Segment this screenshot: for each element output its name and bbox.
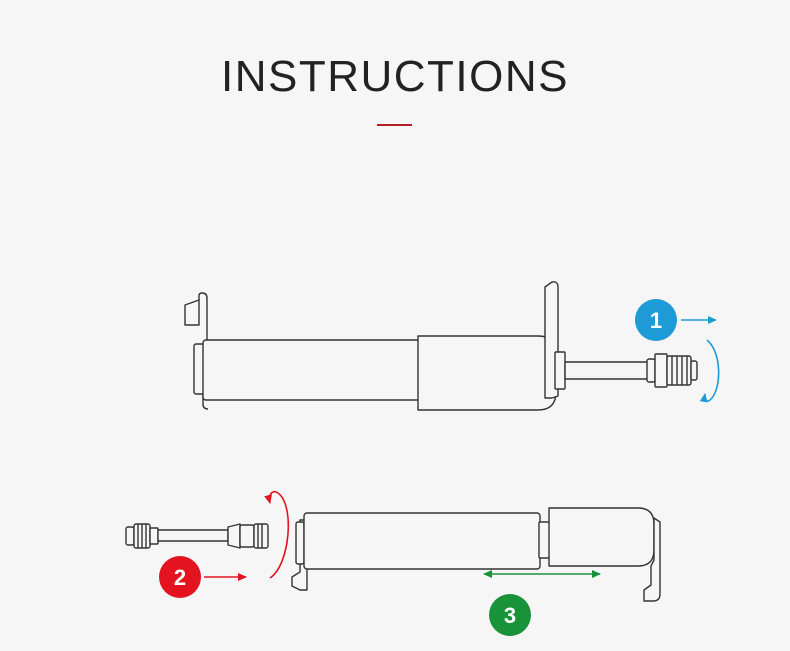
pump-body-detached [291, 507, 661, 602]
pump-assembled [184, 281, 698, 411]
step2-arrows [204, 490, 290, 581]
step3-number: 3 [504, 603, 516, 628]
hose-detached [125, 523, 269, 549]
step2-badge: 2 [159, 556, 201, 598]
page-title: INSTRUCTIONS [221, 52, 569, 101]
step1-arrows [681, 316, 720, 403]
step3-badge: 3 [489, 594, 531, 636]
step1-number: 1 [650, 308, 662, 333]
title-underline [377, 124, 412, 126]
step2-number: 2 [174, 565, 186, 590]
step1-badge: 1 [635, 299, 677, 341]
